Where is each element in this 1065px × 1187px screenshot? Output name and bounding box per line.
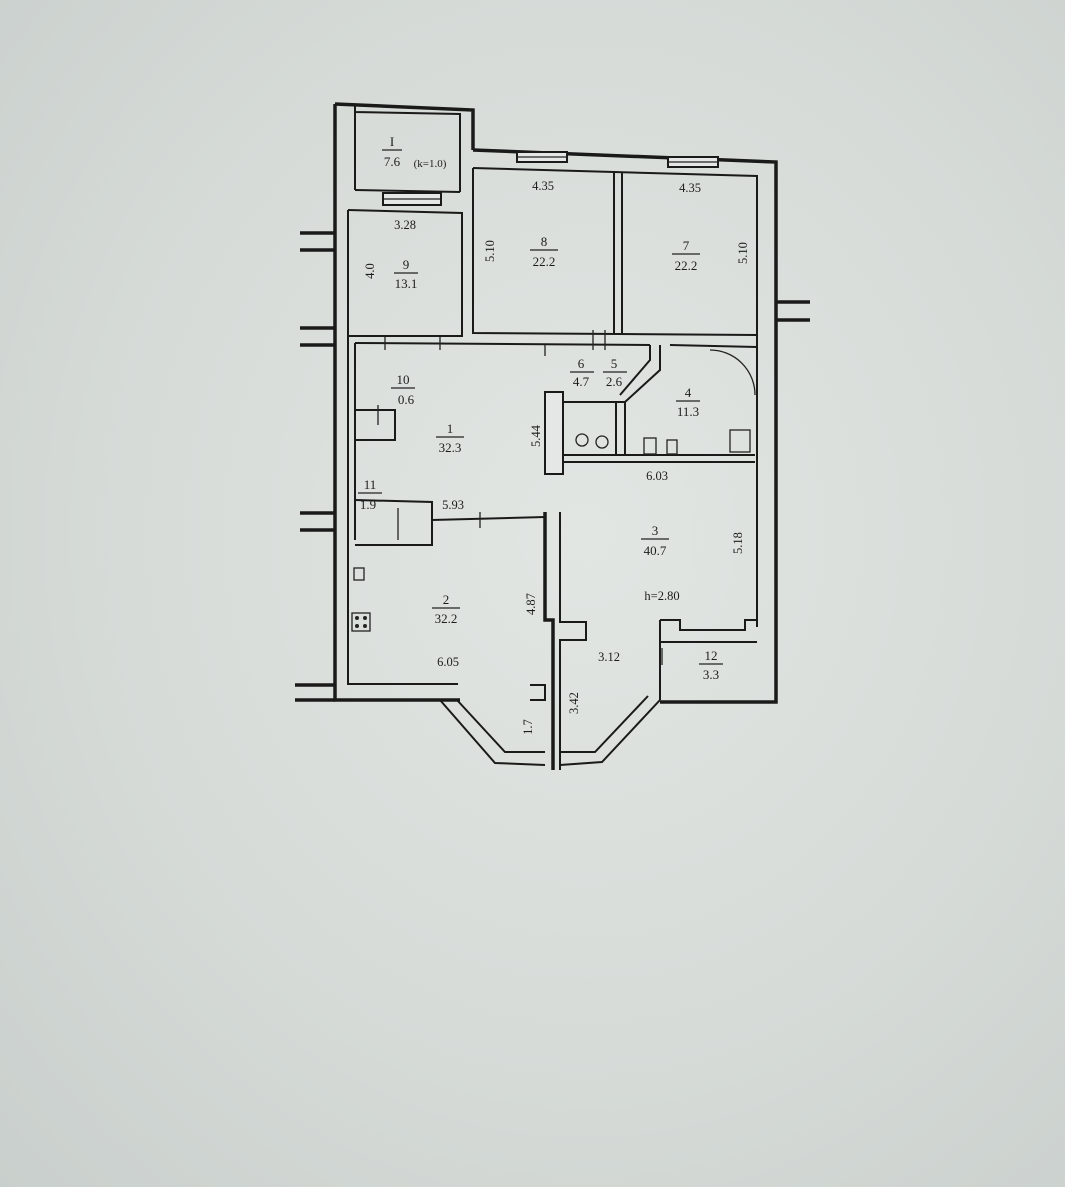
- toilet-icon: [575, 433, 589, 447]
- room-number-6: 6: [578, 356, 585, 371]
- column: [544, 391, 564, 475]
- room-area-2: 32.2: [435, 611, 458, 626]
- dimension-labels: 3.28 4.35 4.35 5.10 5.10 4.0 5.44 6.03 5…: [363, 179, 750, 735]
- dimension-3.42: 3.42: [567, 692, 581, 714]
- room-area-12: 3.3: [703, 667, 719, 682]
- room-area-1: 32.3: [439, 440, 462, 455]
- room-number-12: 12: [705, 648, 718, 663]
- fixtures: [351, 330, 756, 665]
- dimension-1.7: 1.7: [521, 719, 535, 735]
- room-area-9: 13.1: [395, 276, 418, 291]
- dimension-4.87: 4.87: [524, 593, 538, 615]
- room-area-11: 1.9: [360, 497, 376, 512]
- room-number-2: 2: [443, 592, 450, 607]
- room-area-3: 40.7: [644, 543, 667, 558]
- room-area-8: 22.2: [533, 254, 556, 269]
- room-area-4: 11.3: [677, 404, 699, 419]
- bidet-icon: [595, 435, 609, 449]
- stove-icon: [351, 612, 371, 632]
- room-area-10: 0.6: [398, 392, 415, 407]
- dimension-5.44: 5.44: [529, 424, 543, 447]
- interior-walls: [354, 342, 758, 770]
- dimension-3.28: 3.28: [394, 218, 416, 232]
- room-number-11: 11: [364, 477, 377, 492]
- room-number-10: 10: [397, 372, 410, 387]
- ceiling-height: h=2.80: [644, 589, 679, 603]
- room-area-5: 2.6: [606, 374, 623, 389]
- room-area-6: 4.7: [573, 374, 590, 389]
- sink-icon: [643, 437, 657, 455]
- room-number-5: 5: [611, 356, 618, 371]
- room-area-7: 22.2: [675, 258, 698, 273]
- dimension-5.18: 5.18: [731, 532, 745, 554]
- shower-arc: [709, 349, 756, 396]
- windows: [382, 151, 719, 206]
- dimension-5.10-right: 5.10: [736, 242, 750, 264]
- dimension-4.0: 4.0: [363, 263, 377, 279]
- plant-icon: [729, 429, 751, 453]
- dimension-5.10-left: 5.10: [483, 240, 497, 262]
- balcony-coefficient: (k=1.0): [414, 158, 447, 170]
- dimension-6.05: 6.05: [437, 655, 459, 669]
- room-number-3: 3: [652, 523, 659, 538]
- sink-icon: [353, 567, 365, 581]
- room-number-1: 1: [447, 421, 454, 436]
- dimension-4.35-left: 4.35: [532, 179, 554, 193]
- room-number-7: 7: [683, 238, 690, 253]
- dimension-6.03: 6.03: [646, 469, 668, 483]
- room-labels: I 7.6 (k=1.0) 9 13.1 8 22.2 7 22.2 10 0.…: [358, 134, 723, 682]
- room-number-balcony: I: [390, 134, 394, 149]
- dimension-3.12: 3.12: [598, 650, 620, 664]
- room-number-8: 8: [541, 234, 548, 249]
- outer-walls: [295, 102, 810, 704]
- toilet-icon: [666, 439, 678, 455]
- dimension-5.93: 5.93: [442, 498, 464, 512]
- room-number-4: 4: [685, 385, 692, 400]
- room-area-balcony: 7.6: [384, 154, 401, 169]
- dimension-4.35-right: 4.35: [679, 181, 701, 195]
- room-number-9: 9: [403, 257, 410, 272]
